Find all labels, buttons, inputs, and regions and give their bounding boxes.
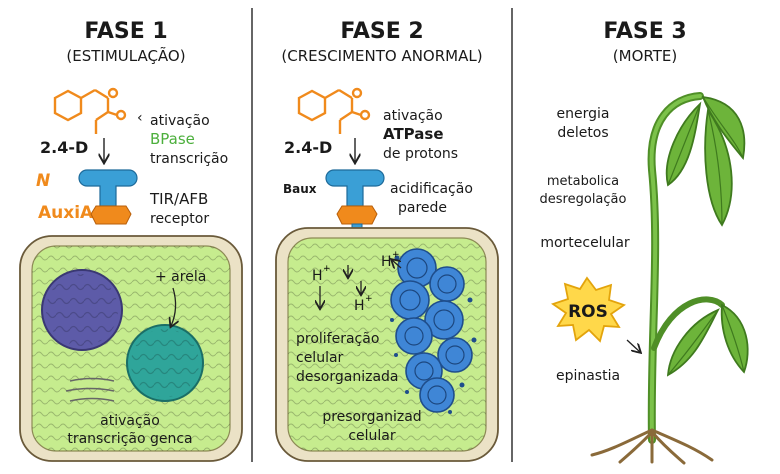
- svg-text:+: +: [392, 250, 400, 260]
- energy-label-2: deletos: [557, 125, 608, 141]
- panel-3-title: FASE 3: [603, 19, 686, 44]
- auxiaa-label: AuxiAA: [38, 203, 107, 223]
- ros-burst-icon: ROS: [551, 276, 626, 343]
- arela-label: + arela: [155, 269, 206, 285]
- bottom-label-2: transcrição genca: [67, 431, 192, 447]
- cell-death-label: mortecelular: [540, 235, 630, 251]
- bottom-label-1: ativação: [100, 413, 160, 429]
- svg-text:+: +: [365, 294, 373, 304]
- metabolic-label-1: metabolica: [547, 174, 619, 189]
- tir-afb-receptor-icon: [78, 169, 138, 225]
- plant-cell-1: [19, 235, 243, 462]
- svg-text:H: H: [312, 268, 323, 284]
- proton-labels: H + H + H +: [312, 250, 400, 314]
- energy-label-1: energia: [557, 106, 610, 122]
- acidification-label-1: acidificação: [390, 181, 473, 197]
- protons-label: de protons: [383, 146, 458, 162]
- proliferation-label-1: proliferação: [296, 331, 379, 347]
- compound-label-2: 2.4-D: [284, 138, 332, 157]
- molecule-2-4-d-icon: [53, 87, 127, 134]
- activation-label-2: ativação: [383, 108, 443, 124]
- acidification-label-2: parede: [398, 200, 447, 216]
- proliferation-label-2: celular: [296, 350, 344, 366]
- compound-label: 2.4-D: [40, 138, 88, 157]
- bottom-label-p2-1: presorganizad: [322, 409, 421, 425]
- panel-fase-1: FASE 1 (ESTIMULAÇÃO) 2.4-D ‹ ativação BP…: [19, 19, 243, 462]
- atpase-label: ATPase: [383, 125, 444, 143]
- plant-cell-2: [275, 227, 499, 462]
- panel-fase-3: FASE 3 (MORTE) energia deletos metabolic…: [540, 19, 749, 465]
- er-lines-icon: [65, 377, 115, 402]
- molecule-2-4-d-icon-2: [297, 87, 371, 134]
- transcription-label: transcrição: [150, 151, 228, 167]
- panel-2-subtitle: (CRESCIMENTO ANORMAL): [281, 47, 482, 65]
- arrow-arela: [171, 287, 176, 326]
- panel-fase-2: FASE 2 (CRESCIMENTO ANORMAL) 2.4-D ativa…: [275, 19, 499, 462]
- baux-label: Baux: [283, 182, 317, 196]
- activation-mark: ‹: [137, 110, 143, 126]
- bottom-label-p2-2: celular: [348, 428, 396, 444]
- arrow-epinastia: [626, 339, 640, 352]
- svg-text:H: H: [354, 298, 365, 314]
- epinastia-label: epinastia: [556, 368, 620, 384]
- bpase-label: BPase: [150, 130, 195, 148]
- activation-label: ativação: [150, 113, 210, 129]
- cell-cluster-icon: [390, 248, 473, 413]
- wilting-plant-icon: [590, 92, 749, 465]
- receptor-label-1: TIR/AFB: [149, 190, 208, 208]
- ros-label: ROS: [568, 302, 608, 322]
- panel-1-title: FASE 1: [84, 19, 167, 44]
- panel-3-subtitle: (MORTE): [613, 47, 677, 65]
- svg-text:H: H: [381, 254, 392, 270]
- panel-1-subtitle: (ESTIMULAÇÃO): [66, 46, 185, 65]
- receptor-label-2: receptor: [150, 211, 209, 227]
- proliferation-label-3: desorganizada: [296, 369, 399, 385]
- marker-label: N: [36, 171, 50, 191]
- metabolic-label-2: desregolação: [540, 192, 627, 207]
- panel-2-title: FASE 2: [340, 19, 423, 44]
- svg-text:+: +: [323, 264, 331, 274]
